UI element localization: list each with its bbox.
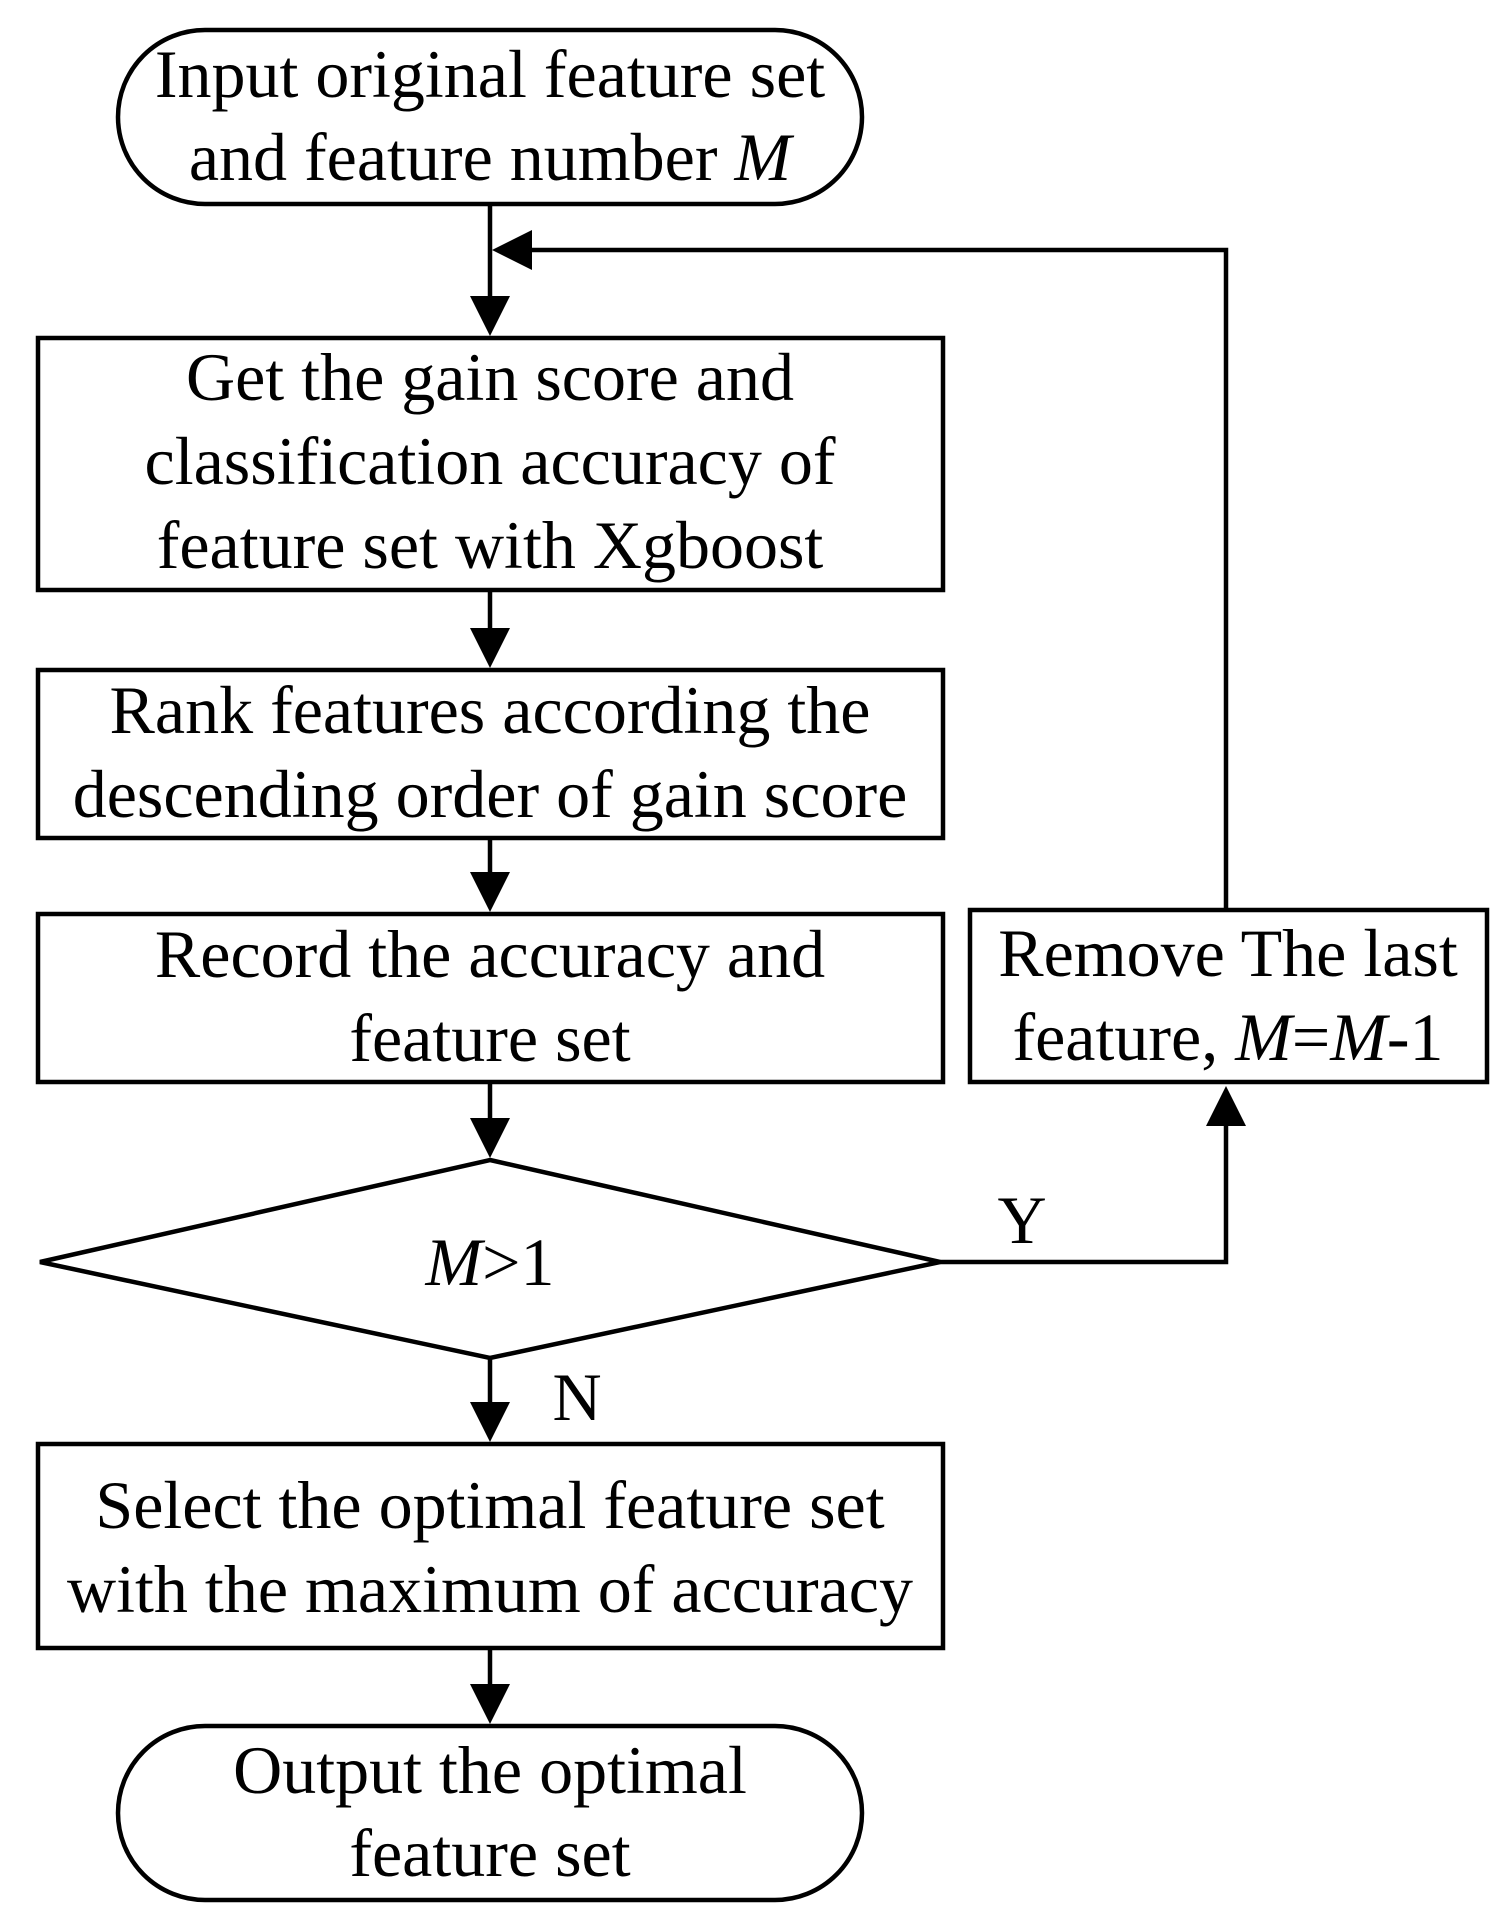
- rank-text-line-1: Rank features according the: [110, 672, 871, 748]
- start-text-line-2-prefix: and feature number: [189, 119, 735, 195]
- start-node: Input original feature set and feature n…: [115, 27, 865, 207]
- decision-diamond: [39, 1157, 941, 1361]
- arrow-head-into-end: [470, 1684, 510, 1724]
- arrow-head-into-gain: [470, 296, 510, 336]
- record-node: Record the accuracy and feature set: [35, 911, 946, 1085]
- gain-score-text-line-3: feature set with Xgboost: [157, 507, 824, 583]
- remove-minus-one: -1: [1387, 999, 1444, 1075]
- arrow-head-loop-return: [492, 230, 532, 270]
- no-branch-label: N: [552, 1359, 601, 1435]
- end-node: Output the optimal feature set: [115, 1723, 865, 1903]
- start-text-line-1: Input original feature set: [155, 36, 825, 112]
- gain-score-text-line-2: classification accuracy of: [145, 423, 836, 499]
- arrow-head-into-record: [470, 872, 510, 912]
- record-text-line-2: feature set: [349, 1000, 630, 1076]
- start-variable-m: M: [733, 119, 794, 195]
- connectors: [487, 204, 1229, 1686]
- select-text-line-2: with the maximum of accuracy: [67, 1551, 913, 1627]
- gain-score-node: Get the gain score and classification ac…: [35, 335, 946, 593]
- arrow-head-into-decision: [470, 1118, 510, 1158]
- rank-box: [35, 667, 946, 841]
- decision-condition: >1: [482, 1224, 554, 1300]
- select-node: Select the optimal feature set with the …: [35, 1441, 946, 1651]
- end-terminator-shape: [115, 1723, 865, 1903]
- edge-remove-loop-back: [528, 247, 1229, 908]
- record-box: [35, 911, 946, 1085]
- decision-variable-m: M: [424, 1224, 485, 1300]
- remove-variable-m-a: M: [1234, 999, 1295, 1075]
- start-terminator-shape: [115, 27, 865, 207]
- rank-text-line-2: descending order of gain score: [73, 756, 908, 832]
- start-text-line-2: and feature number M: [189, 119, 795, 195]
- decision-text: M>1: [424, 1224, 554, 1300]
- gain-score-text-line-1: Get the gain score and: [186, 339, 794, 415]
- gain-score-box: [35, 335, 946, 593]
- arrow-head-into-remove: [1206, 1086, 1246, 1126]
- record-text-line-1: Record the accuracy and: [155, 916, 825, 992]
- remove-text-line-2: feature, M=M-1: [1012, 999, 1443, 1075]
- edge-decision-yes: [940, 1122, 1229, 1265]
- rank-node: Rank features according the descending o…: [35, 667, 946, 841]
- select-text-line-1: Select the optimal feature set: [95, 1467, 884, 1543]
- arrow-heads: [470, 230, 1246, 1724]
- select-box: [35, 1441, 946, 1651]
- yes-branch-label: Y: [997, 1182, 1046, 1258]
- remove-text-prefix: feature,: [1012, 999, 1235, 1075]
- end-text-line-1: Output the optimal: [233, 1732, 747, 1808]
- arrow-head-into-select: [470, 1402, 510, 1442]
- end-text-line-2: feature set: [349, 1815, 630, 1891]
- remove-variable-m-b: M: [1329, 999, 1390, 1075]
- remove-box: [967, 907, 1490, 1085]
- decision-node: M>1: [39, 1157, 941, 1361]
- remove-node: Remove The last feature, M=M-1: [967, 907, 1490, 1085]
- remove-text-line-1: Remove The last: [998, 915, 1458, 991]
- arrow-head-into-rank: [470, 628, 510, 668]
- remove-equals-sign: =: [1292, 999, 1330, 1075]
